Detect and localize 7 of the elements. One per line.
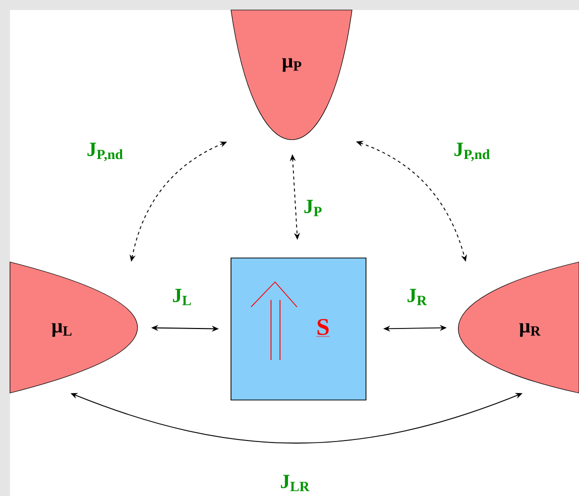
edge-label: J$_{LR}$ [279, 474, 311, 492]
edge-label: J$_{P}$ [302, 198, 324, 218]
edge-label: J$_{P,nd}$ [86, 142, 124, 162]
edge-label: J$_{L}$ [171, 288, 193, 306]
edge-label: J$_{P,nd}$ [452, 142, 492, 162]
edge-label: J$_{R}$ [406, 288, 428, 306]
spin-box: S [230, 258, 366, 400]
